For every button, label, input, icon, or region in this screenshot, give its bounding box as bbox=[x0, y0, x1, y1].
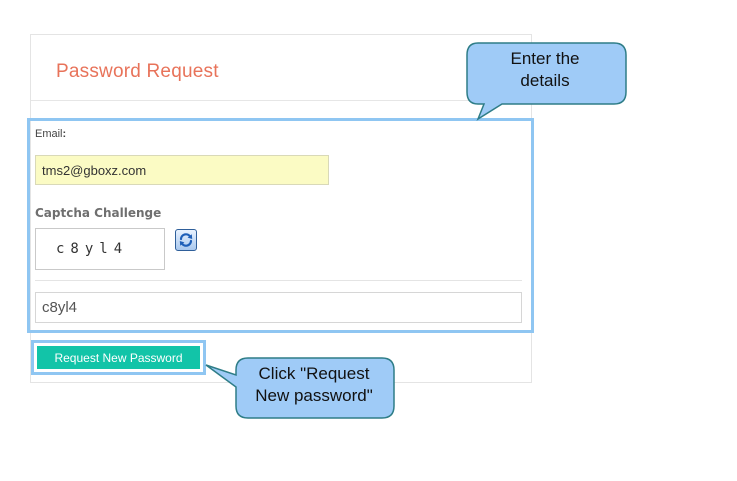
email-label: Email: bbox=[35, 128, 66, 140]
click-request-callout-text: Click "Request New password" bbox=[238, 363, 390, 407]
request-new-password-button[interactable]: Request New Password bbox=[37, 346, 200, 369]
email-label-colon: : bbox=[62, 128, 67, 140]
captcha-image: c8yl4 bbox=[35, 228, 165, 270]
captcha-heading: Captcha Challenge bbox=[35, 206, 162, 220]
captcha-refresh-button[interactable] bbox=[175, 229, 197, 251]
click-request-line2: New password" bbox=[255, 386, 373, 405]
card-header: Password Request bbox=[31, 35, 531, 101]
details-highlight-box bbox=[27, 118, 534, 333]
enter-details-line2: details bbox=[520, 71, 570, 90]
captcha-answer-input[interactable] bbox=[35, 292, 522, 323]
email-input[interactable] bbox=[35, 155, 329, 185]
enter-details-callout bbox=[466, 42, 627, 121]
captcha-divider bbox=[35, 280, 522, 281]
refresh-icon bbox=[179, 233, 193, 247]
captcha-code: c8yl4 bbox=[56, 241, 129, 257]
email-label-text: Email bbox=[35, 128, 63, 140]
submit-highlight-box: Request New Password bbox=[31, 340, 206, 375]
click-request-callout bbox=[205, 357, 395, 419]
enter-details-callout-text: Enter the details bbox=[470, 48, 620, 92]
click-request-line1: Click "Request bbox=[258, 364, 370, 383]
enter-details-line1: Enter the bbox=[510, 49, 580, 68]
password-request-card: Password Request bbox=[30, 34, 532, 383]
page-title: Password Request bbox=[56, 61, 219, 82]
